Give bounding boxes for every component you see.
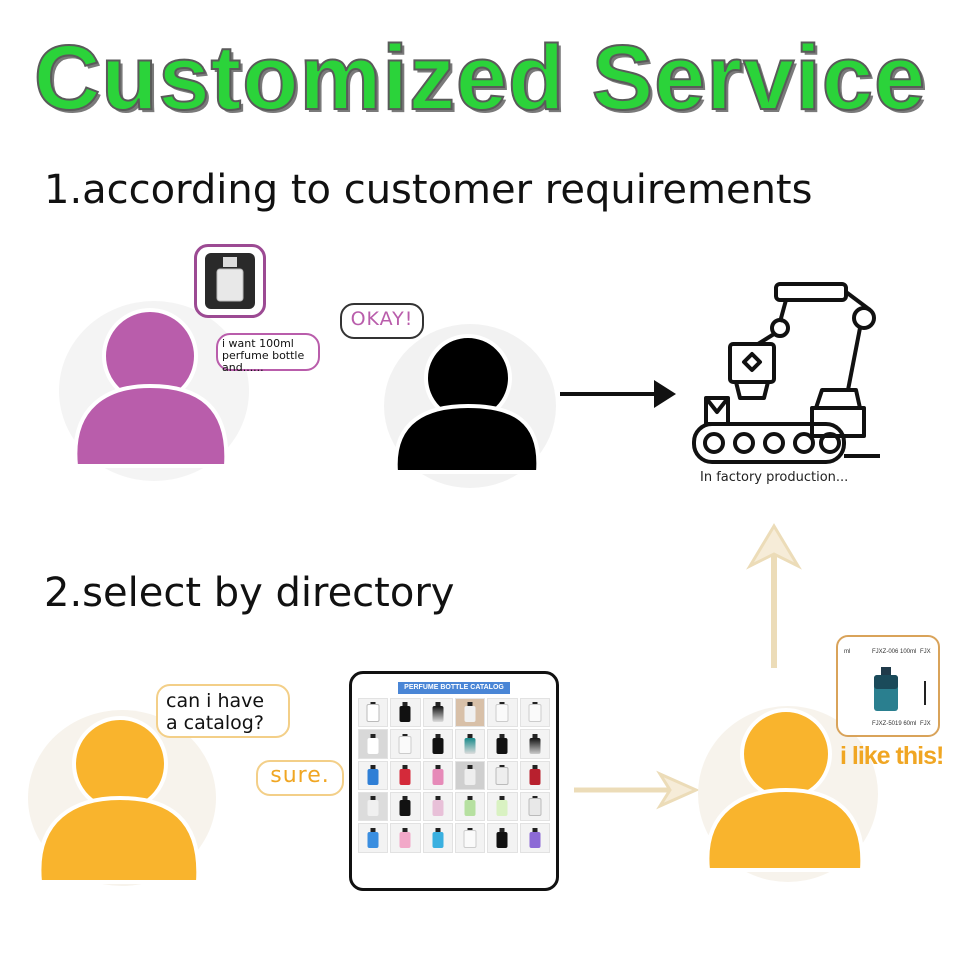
perfume-catalog: PERFUME BOTTLE CATALOG bbox=[349, 671, 559, 891]
catalog-item bbox=[455, 823, 486, 853]
catalog-item bbox=[358, 823, 389, 853]
catalog-item bbox=[358, 792, 389, 822]
catalog-item bbox=[358, 698, 389, 728]
step1-heading: 1.according to customer requirements bbox=[44, 167, 813, 213]
catalog-item bbox=[519, 729, 550, 759]
sure-bubble: sure. bbox=[256, 760, 344, 796]
factory-caption: In factory production... bbox=[700, 470, 849, 485]
catalog-item bbox=[487, 854, 518, 884]
catalog-item bbox=[358, 760, 389, 790]
arrow-right-beige-icon bbox=[574, 770, 700, 810]
catalog-item bbox=[390, 792, 421, 822]
i-like-this-text: i like this! bbox=[840, 742, 944, 770]
factory-robot-icon bbox=[692, 282, 880, 464]
catalog-item bbox=[422, 698, 453, 728]
customer-request-text: i want 100ml perfume bottle and...... bbox=[222, 337, 305, 374]
catalog-item bbox=[422, 823, 453, 853]
step2-heading: 2.select by directory bbox=[44, 570, 455, 616]
catalog-item bbox=[455, 729, 486, 759]
catalog-item bbox=[358, 729, 389, 759]
selected-product-popup: ml FJXZ-006 100ml FJX FJXZ-5019 60ml FJX bbox=[836, 635, 940, 737]
customer-avatar-purple-icon bbox=[59, 301, 249, 481]
catalog-item bbox=[487, 698, 518, 728]
page-title: Customized Service bbox=[33, 27, 927, 129]
catalog-item bbox=[487, 792, 518, 822]
popup-label: FJX bbox=[920, 721, 931, 727]
popup-label: FJXZ-5019 60ml bbox=[872, 721, 917, 727]
catalog-item bbox=[390, 729, 421, 759]
selected-bottle-icon bbox=[874, 667, 898, 711]
catalog-item bbox=[358, 854, 389, 884]
catalog-item bbox=[390, 854, 421, 884]
catalog-item bbox=[390, 698, 421, 728]
catalog-item bbox=[390, 760, 421, 790]
catalog-item bbox=[422, 792, 453, 822]
arrow-right-icon bbox=[560, 380, 676, 408]
catalog-grid bbox=[358, 698, 550, 884]
popup-label: FJXZ-006 100ml bbox=[872, 649, 917, 655]
catalog-item bbox=[487, 823, 518, 853]
okay-bubble: OKAY! bbox=[340, 303, 424, 339]
catalog-request-bubble: can i have a catalog? bbox=[156, 684, 290, 738]
perfume-bottle-photo bbox=[194, 244, 266, 318]
customer-request-bubble: i want 100ml perfume bottle and...... bbox=[216, 333, 320, 374]
sure-text: sure. bbox=[270, 763, 330, 788]
perfume-bottle-icon bbox=[205, 253, 255, 309]
okay-text: OKAY! bbox=[350, 308, 414, 330]
catalog-title: PERFUME BOTTLE CATALOG bbox=[398, 682, 510, 694]
catalog-item bbox=[422, 760, 453, 790]
popup-label: FJX bbox=[920, 649, 931, 655]
catalog-item bbox=[519, 854, 550, 884]
catalog-item bbox=[455, 698, 486, 728]
customer-avatar-orange-right-icon bbox=[698, 706, 878, 882]
popup-label: ml bbox=[844, 649, 851, 655]
catalog-item bbox=[519, 792, 550, 822]
catalog-item bbox=[455, 854, 486, 884]
catalog-item bbox=[422, 854, 453, 884]
customer-avatar-orange-icon bbox=[28, 710, 216, 886]
catalog-item bbox=[455, 760, 486, 790]
catalog-item bbox=[487, 729, 518, 759]
catalog-item bbox=[422, 729, 453, 759]
catalog-item bbox=[487, 760, 518, 790]
arrow-up-icon bbox=[746, 523, 802, 668]
catalog-item bbox=[519, 823, 550, 853]
catalog-item bbox=[519, 698, 550, 728]
catalog-item bbox=[390, 823, 421, 853]
supplier-avatar-black-icon bbox=[384, 324, 556, 488]
catalog-item bbox=[519, 760, 550, 790]
catalog-item bbox=[455, 792, 486, 822]
catalog-request-text: can i have a catalog? bbox=[166, 690, 265, 734]
